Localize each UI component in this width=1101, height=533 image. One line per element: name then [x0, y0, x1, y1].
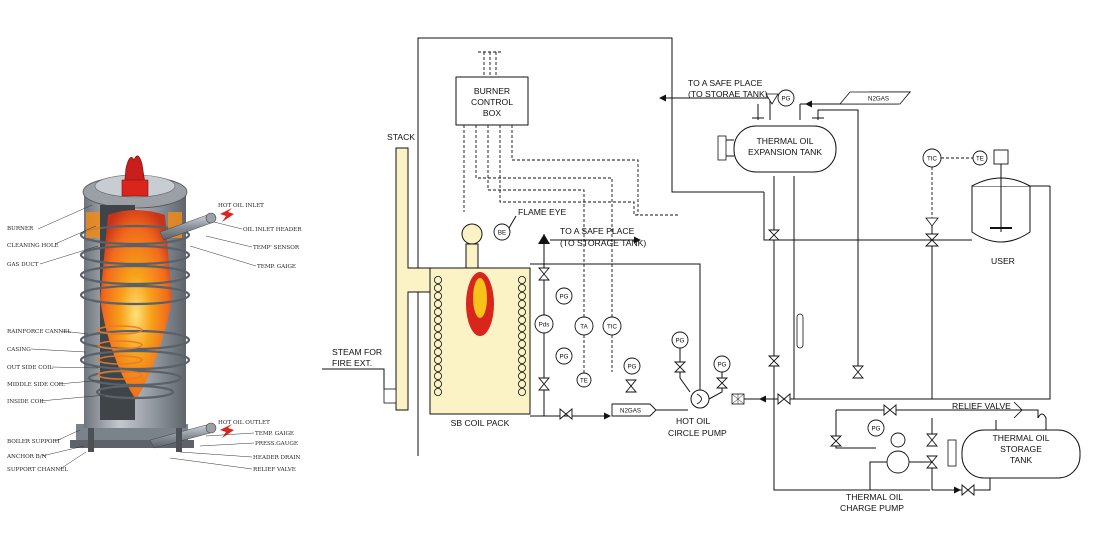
label-rainforce-cannel: RAINFORCE CANNEL [7, 329, 71, 335]
burner-control-box-line2: CONTROL [471, 97, 513, 107]
n2gas-bottom-label: N2GAS [620, 408, 641, 415]
stack [395, 147, 431, 411]
pg-charge: PG [872, 426, 881, 433]
expansion-tank-line1: THERMAL OIL [757, 136, 814, 146]
coil-pack-label: SB COIL PACK [451, 418, 510, 428]
safe-place-1-line1: TO A SAFE PLACE [560, 226, 635, 236]
burner-control-box-line1: BURNER [474, 86, 510, 96]
vent-line [763, 192, 960, 241]
expansion-tank-line2: EXPANSION TANK [748, 147, 822, 157]
n2gas-bottom-tag [611, 403, 657, 417]
pack-outlet-pipe [530, 263, 545, 417]
boiler-cutaway [70, 155, 234, 452]
charge-pump-label-2: CHARGE PUMP [840, 503, 904, 513]
support-channel [70, 440, 194, 448]
safe-place-2-line1: TO A SAFE PLACE [688, 78, 763, 88]
hot-oil-pump-label-1: HOT OIL [676, 416, 710, 426]
label-press-gauge: PRESS.GAUGE [255, 441, 298, 447]
flame-eye-label: FLAME EYE [518, 207, 567, 217]
expansion-drain-line [773, 176, 930, 491]
label-out-side-coil: OUT SIDE COIL [7, 365, 53, 371]
safe-place-2-line2: (TO STORAE TANK) [688, 89, 768, 99]
burner-nozzle [461, 223, 483, 245]
pg-3: PG [628, 364, 637, 371]
n2gas-top-label: N2GAS [868, 96, 889, 103]
coil-pack-coils [433, 275, 527, 396]
label-cleaning-hole: CLEANING HOLE [7, 243, 59, 249]
frame-line [417, 37, 764, 456]
label-relief-valve: RELIEF VALVE [253, 467, 296, 473]
n2gas-top-tag [839, 91, 911, 105]
storage-tank-line3: TANK [1010, 455, 1033, 465]
relief-line [836, 409, 1039, 418]
pg-1: PG [560, 294, 569, 301]
pds-instrument: Pds [539, 322, 550, 329]
label-inside-coil: INSIDE COIL [7, 399, 46, 405]
hot-oil-supply-pipe [544, 263, 701, 392]
pg-pump-2: PG [718, 362, 727, 369]
pg-2: PG [560, 354, 569, 361]
be-label: BE [498, 230, 506, 237]
stack-label: STACK [387, 132, 415, 142]
burner-control-box-line3: BOX [483, 108, 501, 118]
charge-pump [886, 450, 910, 474]
steam-line [322, 368, 385, 389]
ta-instrument: TA [580, 324, 588, 331]
label-hot-oil-inlet: HOT OIL INLET [218, 203, 264, 209]
label-oil-inlet-header: OIL INLET HEADER [243, 227, 302, 233]
return-line [744, 186, 1051, 400]
steam-label-1: STEAM FOR [332, 347, 382, 357]
label-temp-gaige-top: TEMP. GAIGE [257, 264, 296, 270]
hot-oil-circle-pump [690, 389, 710, 409]
expansion-tank [733, 125, 837, 173]
outlet-flow-arrow [220, 424, 234, 438]
label-gas-duct: GAS DUCT [7, 262, 39, 268]
pack-flame-inner [473, 278, 487, 318]
label-boiler-support: BOILER SUPPORT [7, 439, 61, 445]
label-hot-oil-outlet: HOT OIL OUTLET [218, 420, 270, 426]
relief-valve-label: RELIEF VALVE [952, 401, 1011, 411]
label-burner: BURNER [7, 226, 34, 232]
valves-pack [538, 267, 637, 420]
pg-expansion: PG [782, 96, 791, 103]
te-instrument-pack: TE [580, 378, 588, 385]
inlet-flow-arrow [220, 208, 234, 222]
label-anchor-bn: ANCHOR B/N [6, 454, 47, 460]
hot-oil-pump-label-2: CIRCLE PUMP [668, 428, 727, 438]
storage-tank-line1: THERMAL OIL [993, 433, 1050, 443]
cutaway-labels-right: HOT OIL INLET OIL INLET HEADER TEMP' SEN… [218, 203, 302, 473]
pid-schematic: BURNER CONTROL BOX STACK SB COIL PACK [322, 37, 1081, 513]
label-temp-gaige-bottom: TEMP. GAIGE [255, 431, 294, 437]
steam-label-2: FIRE EXT. [332, 358, 372, 368]
control-signal-lines [463, 51, 680, 318]
cutaway-leaders [30, 204, 257, 470]
charge-pump-label-1: THERMAL OIL [846, 492, 903, 502]
thermal-oil-storage-tank [961, 429, 1081, 479]
charge-pump-upper [890, 432, 906, 448]
label-middle-side-coil: MIDDLE SIDE COIL [7, 382, 65, 388]
cutaway-labels-left: BURNER CLEANING HOLE GAS DUCT RAINFORCE … [6, 226, 71, 473]
burner-control-box [455, 76, 529, 126]
user-label: USER [991, 256, 1015, 266]
label-support-channel: SUPPORT CHANNEL [7, 467, 68, 473]
be-instrument [493, 223, 511, 241]
label-temp-sensor: TEMP' SENSOR [253, 245, 300, 251]
label-header-drain: HEADER DRAIN [253, 455, 301, 461]
label-casing: CASING [7, 347, 31, 353]
te-instrument-user: TE [976, 156, 984, 163]
heating-coils [79, 224, 191, 400]
storage-tank-line2: STORAGE [1000, 444, 1042, 454]
tic-instrument-pack: TIC [607, 324, 617, 331]
safe-place-1-line2: (TO STORAGE TANK) [560, 238, 646, 248]
tic-instrument-user: TIC [927, 156, 937, 163]
pg-pump-1: PG [676, 338, 685, 345]
